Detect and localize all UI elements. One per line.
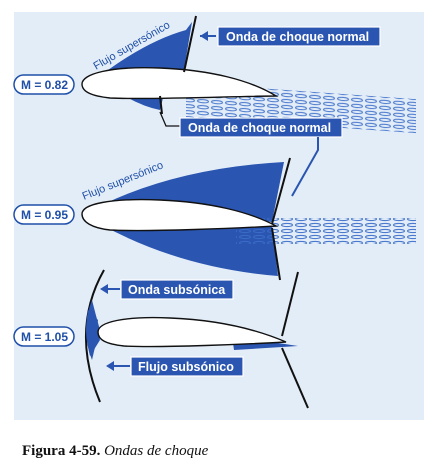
shock-line-top xyxy=(271,157,291,225)
airfoil xyxy=(97,316,287,348)
caption-number: Figura 4-59. xyxy=(22,443,101,459)
airfoil xyxy=(81,66,279,100)
mach-label-105: M = 1.05 xyxy=(21,330,68,344)
mach-badge-095 xyxy=(13,204,75,225)
trailing-shock-top xyxy=(281,271,299,337)
normal-shock-line-top xyxy=(183,15,197,73)
mach-badge-082 xyxy=(13,74,75,95)
supersonic-region-bottom xyxy=(100,224,278,276)
figure-caption: Figura 4-59. Ondas de choque xyxy=(22,443,208,460)
subsonic-region-front xyxy=(86,310,100,356)
callout-normal-shock-bottom: Onda de choque normal xyxy=(188,121,331,135)
airfoil xyxy=(81,198,279,232)
callout-box-subsonic-flow xyxy=(130,356,244,377)
callout-box-normal-shock-top xyxy=(217,26,381,47)
shock-line-bottom xyxy=(271,227,281,281)
bow-wave xyxy=(85,269,105,403)
callout-normal-shock-top: Onda de choque normal xyxy=(226,30,369,44)
mach-badge-105 xyxy=(13,326,75,347)
callout-subsonic-flow: Flujo subsónico xyxy=(138,360,234,374)
normal-shock-line-bottom xyxy=(159,95,163,115)
callout-box-normal-shock-bottom xyxy=(179,117,343,138)
panel-mach-082: Onda de choque normal Onda de choque nor… xyxy=(13,15,416,138)
callout-box-subsonic-wave xyxy=(120,279,234,300)
panel-mach-095: M = 0.95 Flujo supersónico xyxy=(13,137,416,281)
panel-mach-105: Onda subsónica Flujo subsónico M = 1.05 xyxy=(13,269,309,409)
caption-text: Ondas de choque xyxy=(104,443,209,459)
supersonic-region-top xyxy=(108,22,192,70)
mach-label-082: M = 0.82 xyxy=(21,78,68,92)
callout-subsonic-wave: Onda subsónica xyxy=(128,283,226,297)
mach-label-095: M = 0.95 xyxy=(21,208,68,222)
trailing-shock-bottom xyxy=(281,347,309,409)
